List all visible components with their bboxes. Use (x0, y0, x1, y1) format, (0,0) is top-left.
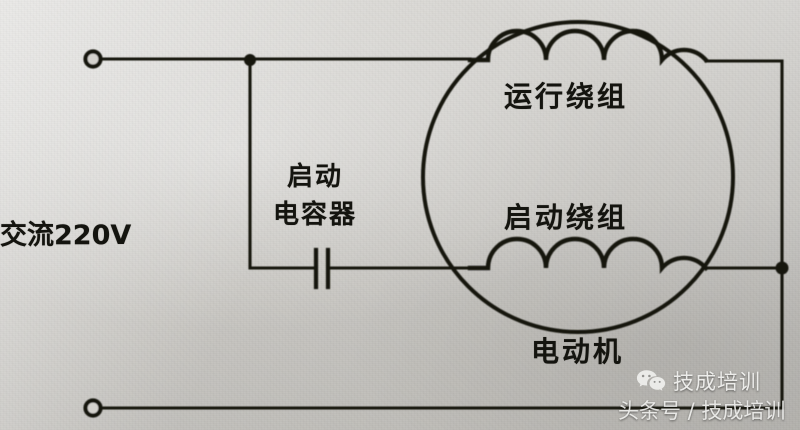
junction-right-bus (775, 261, 789, 275)
wire-run-winding-out (704, 59, 784, 270)
supply-terminal-top (83, 49, 103, 69)
label-start-capacitor-line2: 电容器 (273, 200, 358, 230)
label-running-winding: 运行绕组 (504, 80, 629, 113)
wire-capacitor-drop (248, 58, 318, 270)
label-start-capacitor: 启动 电容器 (273, 158, 357, 234)
starting-winding-coil (467, 236, 710, 274)
label-start-capacitor-line1: 启动 (287, 162, 344, 192)
label-motor: 电动机 (531, 335, 625, 368)
label-starting-winding: 启动绕组 (504, 201, 629, 234)
label-supply-voltage: 交流220V (0, 220, 132, 251)
junction-capacitor-branch (244, 54, 256, 66)
running-winding-coil (467, 28, 710, 66)
motor-body-circle (421, 20, 735, 334)
supply-terminal-bottom (83, 398, 103, 418)
